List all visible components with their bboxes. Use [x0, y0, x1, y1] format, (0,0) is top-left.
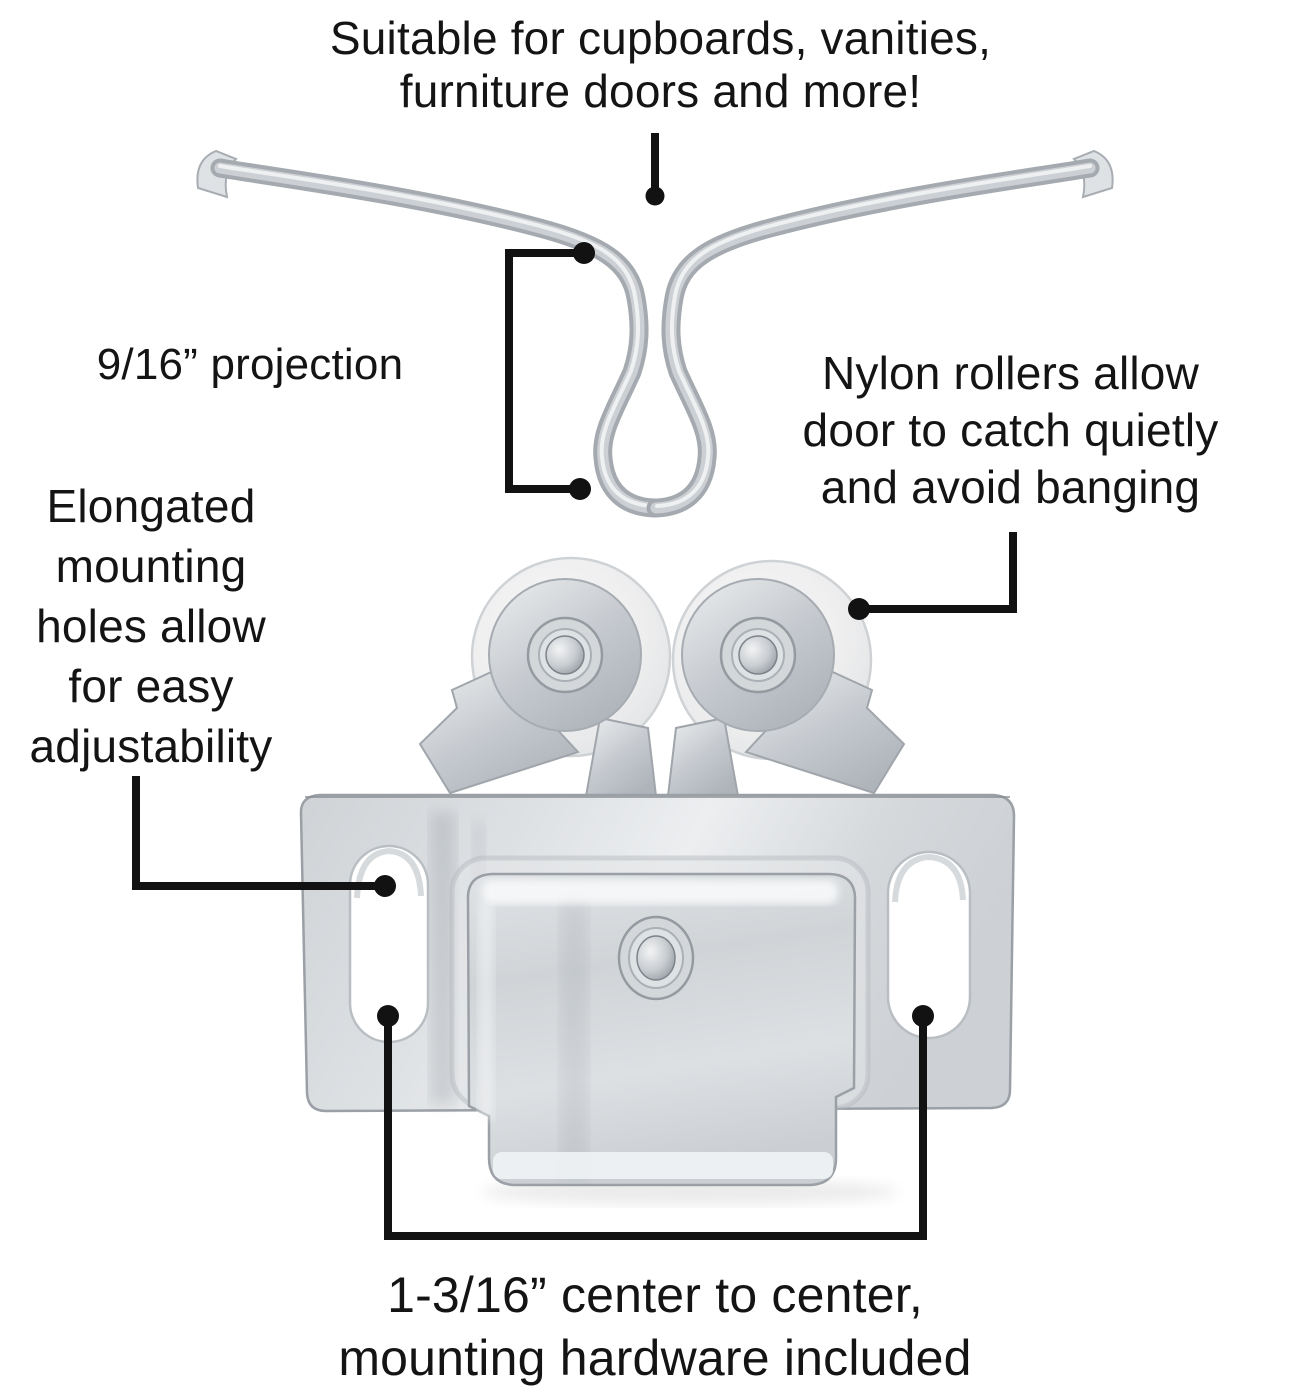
- caption-nylon-line2: door to catch quietly: [802, 404, 1219, 456]
- caption-suitable-line2: furniture doors and more!: [399, 65, 922, 117]
- caption-elongated-holes: Elongated mounting holes allow for easy …: [0, 476, 302, 776]
- spear-catch-illustration: [196, 149, 1114, 518]
- right-mounting-slot: [886, 850, 972, 1040]
- caption-center-line1: 1-3/16” center to center,: [387, 1267, 923, 1323]
- caption-center-line2: mounting hardware included: [338, 1330, 972, 1386]
- caption-suitable-line1: Suitable for cupboards, vanities,: [329, 12, 992, 64]
- label-projection: 9/16” projection: [30, 341, 470, 389]
- spear-left-wire: [210, 158, 664, 518]
- caption-elongated-line4: for easy: [68, 660, 234, 712]
- caption-elongated-line1: Elongated: [46, 480, 256, 532]
- caption-nylon-line3: and avoid banging: [820, 461, 1201, 513]
- caption-nylon-line1: Nylon rollers allow: [821, 347, 1200, 399]
- caption-suitable: Suitable for cupboards, vanities, furnit…: [30, 12, 1291, 118]
- elongated-leader-line: [132, 776, 396, 897]
- caption-nylon-rollers: Nylon rollers allow door to catch quietl…: [758, 345, 1263, 516]
- roller-catch-illustration: [299, 556, 1016, 1205]
- annotation-lines: [132, 133, 1017, 1240]
- caption-elongated-line5: adjustability: [29, 720, 273, 772]
- plate-rivet: [617, 915, 695, 1001]
- left-roller-bracket: [418, 578, 658, 797]
- catch-boss: [449, 855, 871, 1187]
- caption-elongated-line3: holes allow: [36, 600, 266, 652]
- right-roller-bracket: [666, 578, 906, 797]
- spear-right-wire: [646, 158, 1100, 518]
- center-to-center-bracket: [377, 1005, 934, 1240]
- label-projection-text: 9/16” projection: [96, 340, 404, 389]
- arrow-down: [645, 133, 665, 206]
- projection-bracket: [505, 242, 595, 500]
- caption-elongated-line2: mounting: [55, 540, 247, 592]
- caption-center-to-center: 1-3/16” center to center, mounting hardw…: [155, 1264, 1155, 1390]
- nylon-leader-line: [848, 532, 1017, 620]
